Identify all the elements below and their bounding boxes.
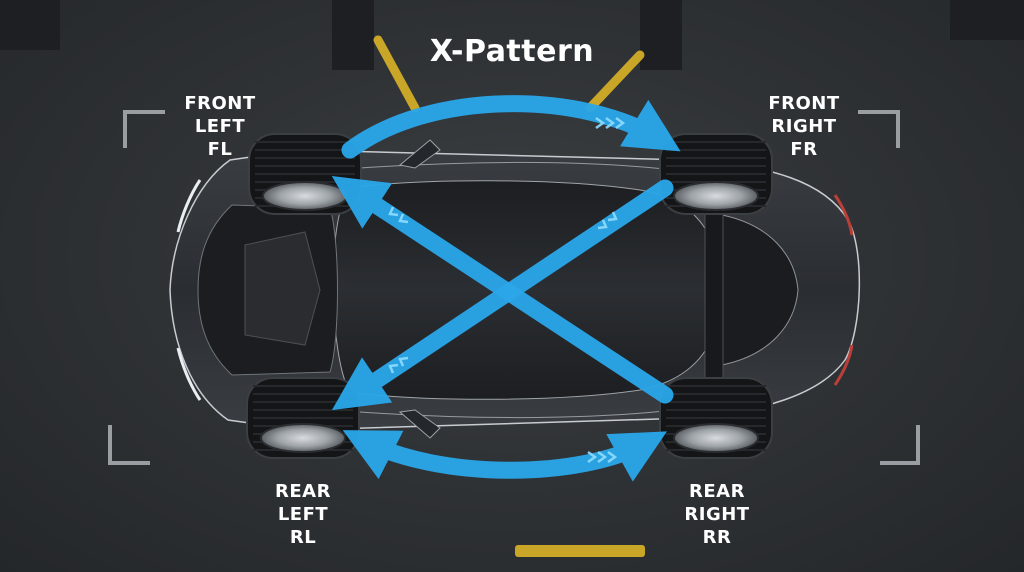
- diagram-title: X-Pattern: [429, 34, 595, 69]
- label-front-left: FRONT LEFT FL: [184, 93, 256, 160]
- tire-rl: [246, 377, 360, 459]
- label-front-right: FRONT RIGHT FR: [768, 93, 840, 160]
- lift-posts: [0, 0, 1024, 557]
- label-rear-left: REAR LEFT RL: [275, 481, 331, 548]
- arrow-rl-rr: [342, 430, 668, 482]
- label-rear-right: REAR RIGHT RR: [684, 481, 750, 548]
- corner-brackets: [108, 110, 920, 465]
- arrow-fl-to-fr: [341, 95, 681, 159]
- tire-rr: [659, 377, 773, 459]
- tire-fr: [659, 133, 773, 215]
- rotation-arrows: [331, 95, 681, 482]
